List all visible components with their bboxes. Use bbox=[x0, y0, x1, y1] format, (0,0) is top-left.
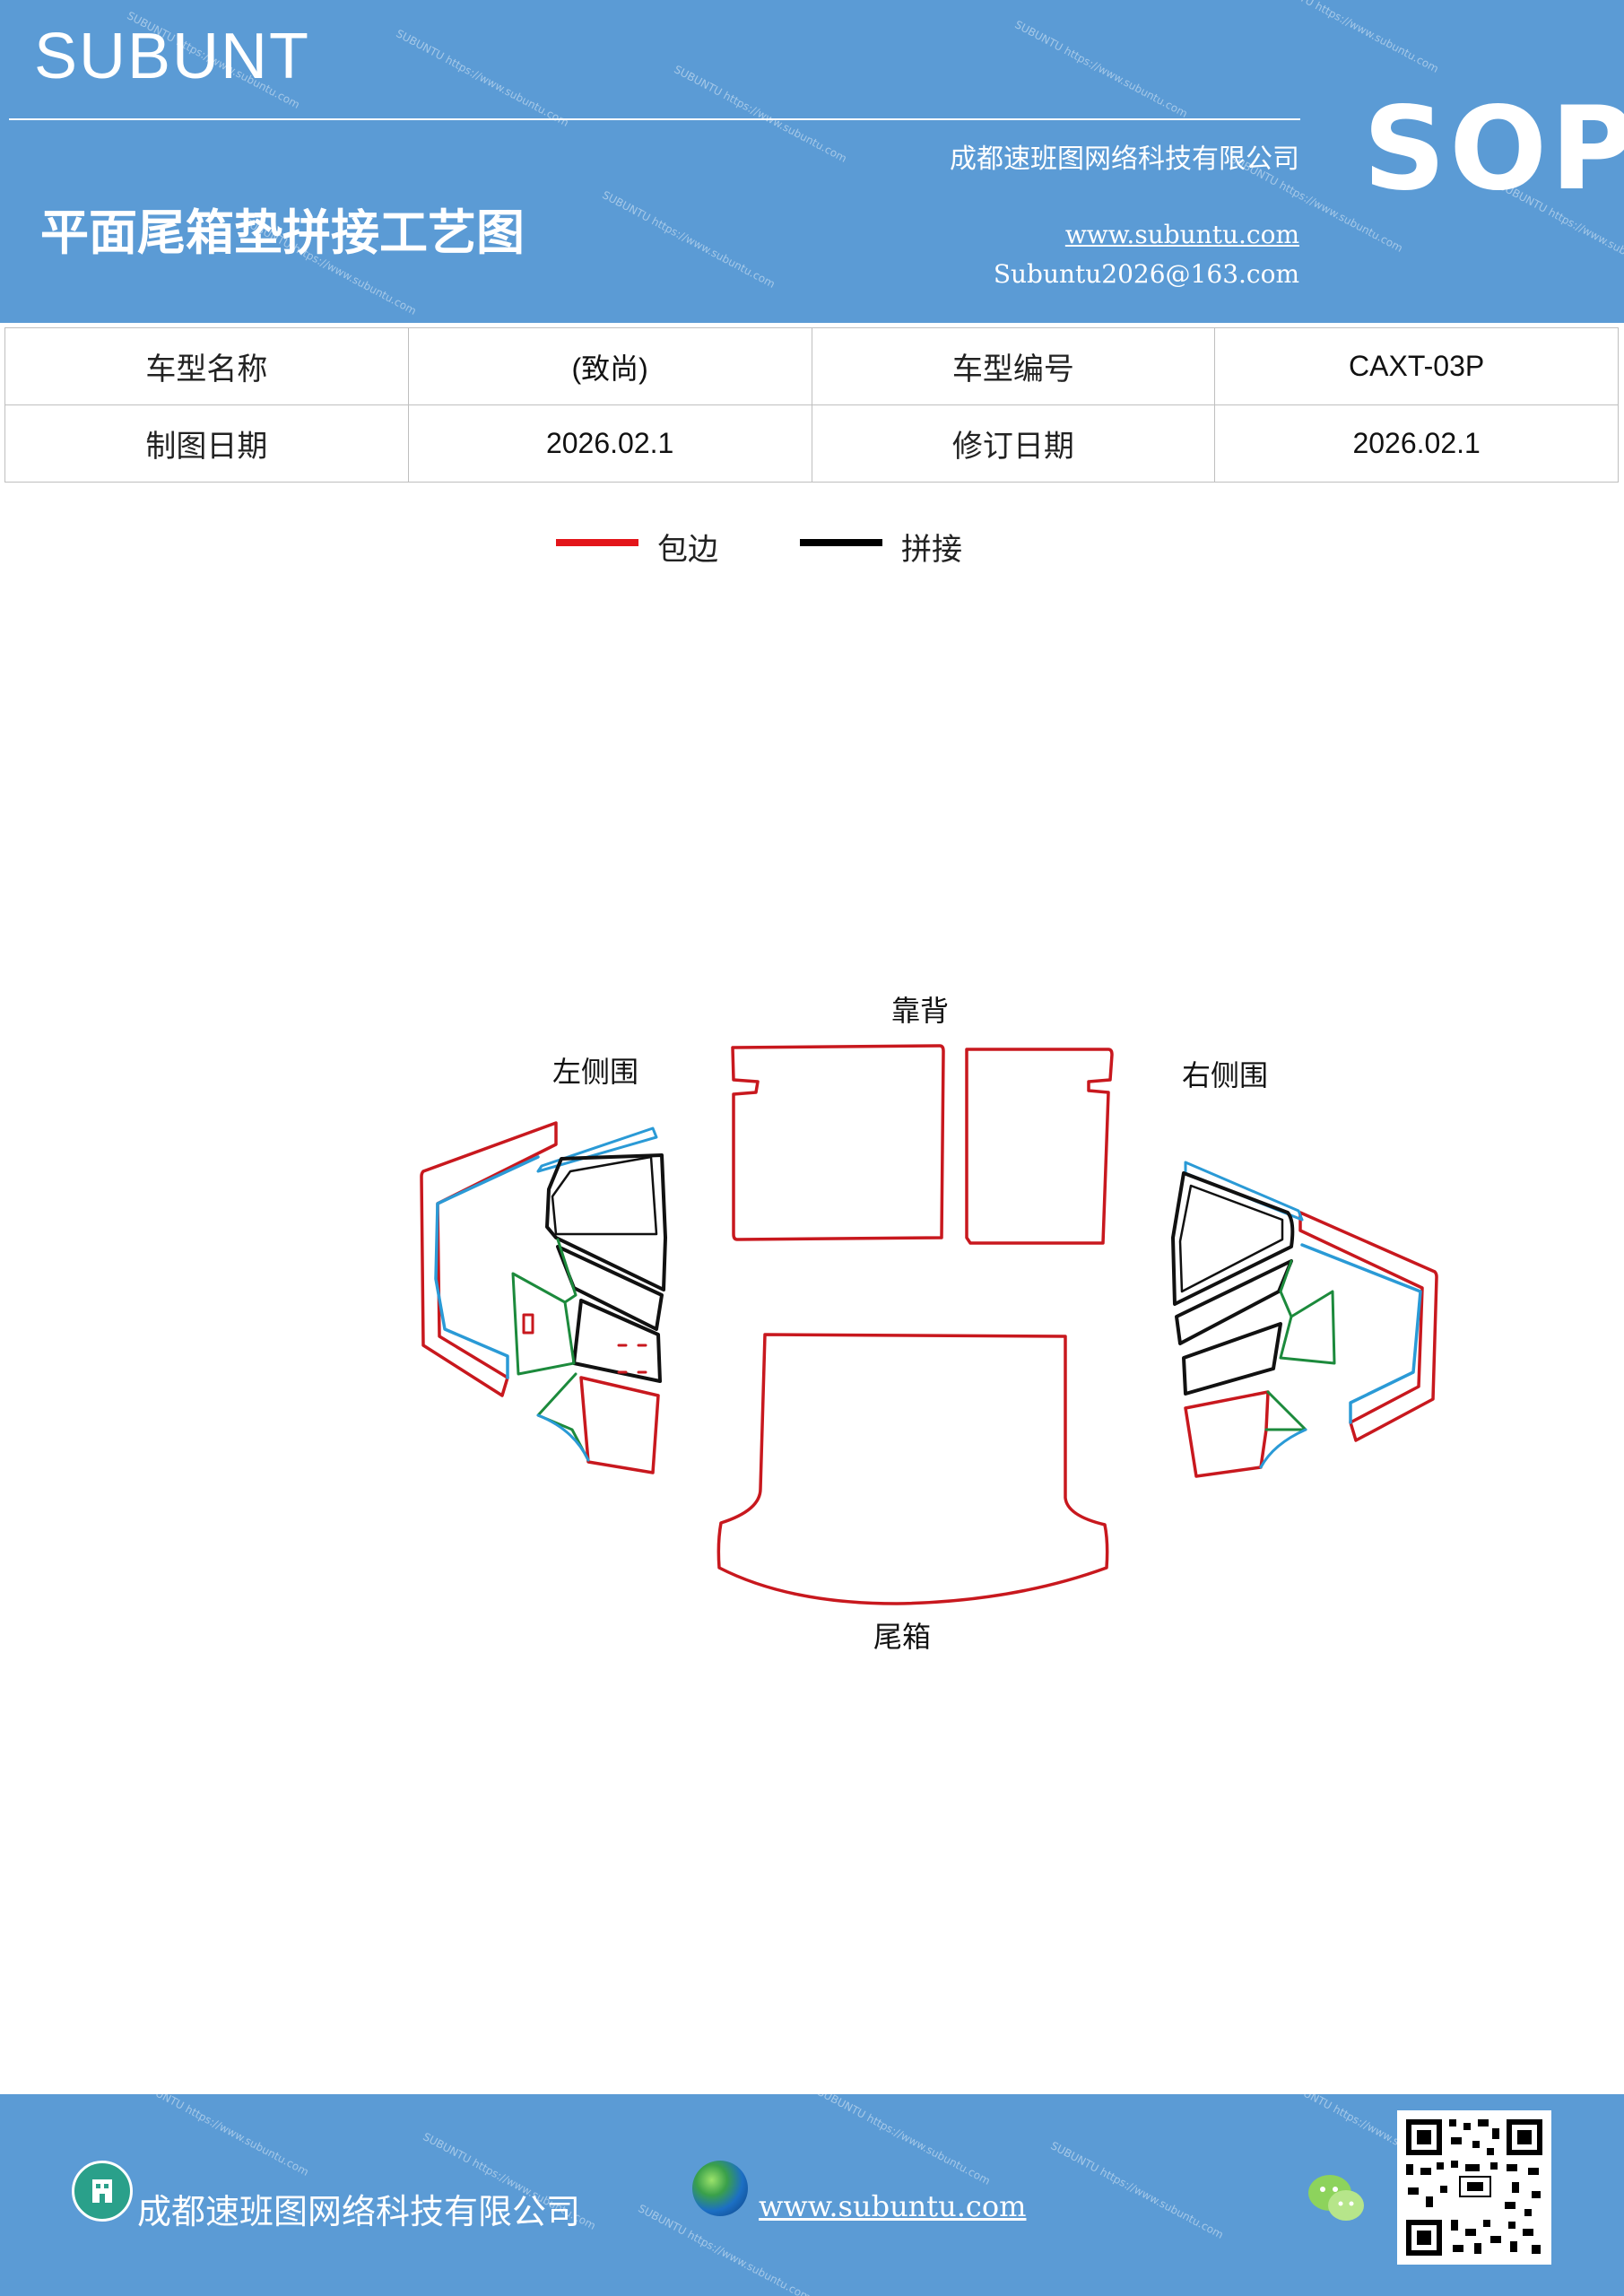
email-address[interactable]: Subuntu2026@163.com bbox=[993, 259, 1299, 289]
website-link[interactable]: www.subuntu.com bbox=[1064, 220, 1299, 249]
wechat-icon[interactable] bbox=[1305, 2171, 1368, 2225]
backrest-left-panel bbox=[731, 1044, 945, 1241]
footer-website-link[interactable]: www.subuntu.com bbox=[759, 2189, 1027, 2223]
table-cell-value: 2026.02.1 bbox=[407, 404, 812, 483]
building-icon-glyph bbox=[92, 2179, 112, 2203]
table-cell-value: 2026.02.1 bbox=[1214, 404, 1619, 483]
label-right-side: 右侧围 bbox=[1182, 1058, 1269, 1092]
right-blue-edge bbox=[1300, 1243, 1422, 1424]
right-outer-edge bbox=[1298, 1211, 1438, 1442]
trunk-mat-diagram: 靠背 左侧围 右侧围 尾箱 bbox=[0, 969, 1624, 1677]
left-bottom-panel bbox=[579, 1376, 660, 1474]
document-title: 平面尾箱垫拼接工艺图 bbox=[40, 204, 525, 261]
company-name: 成都速班图网络科技有限公司 bbox=[950, 144, 1299, 175]
legend-swatch-joint bbox=[800, 539, 882, 546]
footer-company-name: 成都速班图网络科技有限公司 bbox=[137, 2192, 581, 2231]
table-cell-value: CAXT-03P bbox=[1214, 327, 1619, 405]
left-joint-panel-1 bbox=[545, 1153, 667, 1292]
building-icon bbox=[72, 2161, 133, 2222]
left-blue-edge bbox=[434, 1155, 540, 1379]
label-left-side: 左侧围 bbox=[552, 1055, 639, 1089]
right-joint-panel-1-inner bbox=[1178, 1184, 1284, 1293]
brand-logo-text: SUBUNT bbox=[34, 21, 311, 92]
legend-label-edge: 包边 bbox=[657, 532, 718, 568]
watermark: SUBUNTU https://www.subuntu.com bbox=[1264, 0, 1441, 75]
right-joint-panel-1 bbox=[1171, 1171, 1295, 1306]
vehicle-info-table: 车型名称 (致尚) 车型编号 CAXT-03P 制图日期 2026.02.1 修… bbox=[4, 327, 1619, 483]
qr-code bbox=[1397, 2110, 1551, 2265]
watermark: SUBUNTU https://www.subuntu.com bbox=[815, 2094, 993, 2187]
header-divider bbox=[9, 118, 1300, 120]
right-top-blue-strip bbox=[1184, 1161, 1304, 1222]
right-blue-arc bbox=[1259, 1428, 1307, 1469]
left-green-piece-1 bbox=[511, 1272, 576, 1376]
legend-swatch-edge bbox=[556, 539, 638, 546]
watermark: SUBUNTU https://www.subuntu.com bbox=[134, 2094, 311, 2179]
backrest-right-panel bbox=[965, 1048, 1114, 1245]
table-cell-label: 制图日期 bbox=[4, 404, 409, 483]
left-joint-panel-3 bbox=[572, 1299, 662, 1383]
label-trunk: 尾箱 bbox=[873, 1620, 932, 1654]
legend: 包边 拼接 bbox=[0, 525, 1624, 570]
trunk-floor-panel bbox=[716, 1333, 1109, 1605]
left-small-marks bbox=[617, 1344, 647, 1374]
table-cell-label: 修订日期 bbox=[811, 404, 1216, 483]
left-joint-panel-1-inner bbox=[551, 1155, 658, 1236]
diagram-svg bbox=[420, 1044, 1438, 1605]
qr-code-pattern bbox=[1403, 2116, 1551, 2265]
label-backrest: 靠背 bbox=[891, 994, 950, 1028]
footer-banner: SUBUNTU https://www.subuntu.com SUBUNTU … bbox=[0, 2094, 1624, 2296]
watermark: SUBUNTU https://www.subuntu.com bbox=[672, 63, 849, 165]
table-cell-value: (致尚) bbox=[407, 327, 812, 405]
left-outer-edge bbox=[420, 1121, 558, 1397]
right-joint-panel-3 bbox=[1182, 1322, 1282, 1396]
right-green-piece-1 bbox=[1279, 1290, 1336, 1365]
left-green-piece-2 bbox=[556, 1238, 578, 1304]
right-green-piece-3 bbox=[1264, 1390, 1307, 1431]
right-bottom-panel bbox=[1184, 1390, 1270, 1478]
table-row: 车型名称 (致尚) 车型编号 CAXT-03P bbox=[4, 327, 1619, 405]
watermark: SUBUNTU https://www.subuntu.com bbox=[600, 188, 777, 291]
right-green-piece-2 bbox=[1279, 1259, 1293, 1318]
watermark: SUBUNTU https://www.subuntu.com bbox=[1012, 18, 1190, 120]
watermark: SUBUNTU https://www.subuntu.com bbox=[1048, 2139, 1226, 2241]
sop-badge: SOP bbox=[1363, 83, 1624, 216]
table-cell-label: 车型编号 bbox=[811, 327, 1216, 405]
right-joint-panel-2 bbox=[1175, 1259, 1293, 1345]
header-banner: SUBUNTU https://www.subuntu.com SUBUNTU … bbox=[0, 0, 1624, 323]
left-small-slot bbox=[522, 1313, 534, 1335]
globe-icon bbox=[692, 2161, 748, 2216]
legend-label-joint: 拼接 bbox=[901, 532, 962, 568]
table-row: 制图日期 2026.02.1 修订日期 2026.02.1 bbox=[4, 404, 1619, 483]
left-blue-arc bbox=[536, 1413, 590, 1462]
left-top-blue-strip bbox=[536, 1126, 658, 1173]
table-cell-label: 车型名称 bbox=[4, 327, 409, 405]
watermark: SUBUNTU https://www.subuntu.com bbox=[394, 27, 571, 129]
